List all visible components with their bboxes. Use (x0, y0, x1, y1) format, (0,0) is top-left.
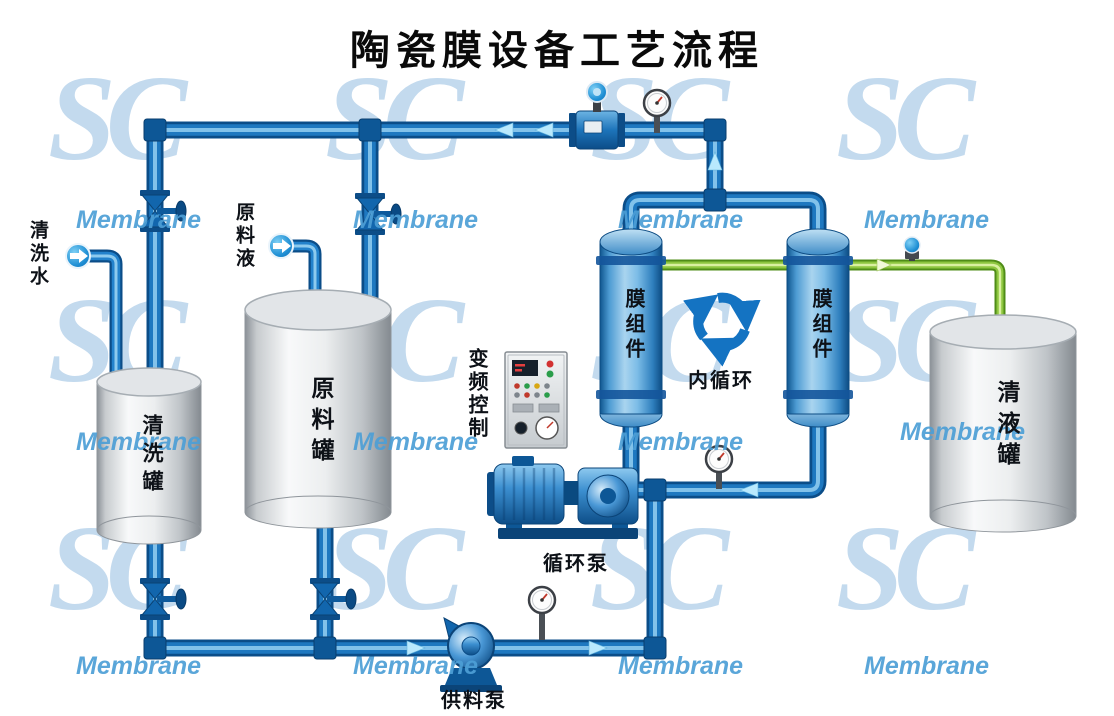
watermark-logo: SC (836, 51, 975, 186)
flow-arrow-left (534, 122, 554, 138)
watermark-brand: Membrane (76, 206, 202, 234)
feed-tank-label: 原料罐 (308, 376, 334, 469)
watermark-logo: SC (325, 501, 464, 636)
watermark-brand: Membrane (618, 428, 744, 456)
vfd-control-panel (504, 351, 568, 449)
feed-pump (440, 617, 502, 692)
recycle-arrows-icon (683, 292, 761, 367)
membrane-module-right-label: 膜组件 (809, 288, 831, 363)
pipe-joint (643, 478, 667, 502)
pipe-joint (313, 636, 337, 660)
pipe-permeate-green (662, 259, 1006, 334)
clear-liquid-tank (929, 314, 1077, 533)
panel-display (512, 360, 538, 376)
watermark-brand: Membrane (76, 428, 202, 456)
flow-arrow-left (739, 482, 759, 498)
pipe-joint (703, 188, 727, 212)
valve-feed-tank-outlet (310, 578, 357, 620)
watermark-brand: Membrane (864, 206, 990, 234)
watermark-brand: Membrane (353, 206, 479, 234)
membrane-module-left (596, 228, 666, 428)
flow-arrow-right (588, 640, 608, 656)
watermark-brand: Membrane (618, 206, 744, 234)
pipe-joint (643, 636, 667, 660)
circulation-pump (487, 456, 639, 539)
permeate-sensor (903, 236, 921, 261)
circulation-pump-label: 循环泵 (543, 553, 609, 575)
feed-pump-label: 供料泵 (441, 690, 507, 712)
valve-cleaning-tank-outlet (140, 578, 187, 620)
watermark-brand: Membrane (76, 652, 202, 680)
pipe-joint (358, 118, 382, 142)
watermark-logo: SC (325, 51, 464, 186)
watermark-brand: Membrane (618, 652, 744, 680)
page-title: 陶瓷膜设备工艺流程 (350, 28, 764, 73)
pressure-gauge-bottom (527, 585, 557, 640)
watermark-brand: Membrane (900, 418, 1026, 446)
cleaning-water-inlet-icon (65, 243, 91, 269)
watermark-brand: Membrane (353, 652, 479, 680)
flow-arrow-right-green (876, 258, 892, 272)
feed-liquid-inlet-icon (268, 233, 294, 259)
pipe-feed-liquid-inlet (287, 239, 322, 302)
flow-arrow-left (494, 122, 514, 138)
pipe-joint (143, 118, 167, 142)
inner-circulation-label: 内循环 (688, 370, 754, 392)
pressure-gauge-top (642, 88, 672, 133)
feed-tank (244, 289, 392, 529)
pipe-joint (143, 636, 167, 660)
vfd-control-label: 变频控制 (465, 348, 487, 440)
watermark-logo: SC (48, 51, 187, 186)
panel-knob (514, 421, 528, 435)
valve-cleaning-tank-inlet (140, 190, 187, 232)
membrane-module-right (783, 228, 853, 428)
feed-liquid-label: 原料液 (233, 202, 254, 271)
cleaning-tank (96, 367, 202, 545)
pressure-gauge-loop (704, 444, 734, 489)
watermark-brand: Membrane (353, 428, 479, 456)
valve-feed-tank-inlet (355, 193, 402, 235)
flow-arrow-up (707, 151, 723, 171)
pipe-cleaning-water-inlet (84, 249, 123, 378)
membrane-module-left-label: 膜组件 (622, 288, 644, 363)
watermark-brand: Membrane (864, 652, 990, 680)
flow-meter (569, 81, 625, 150)
cleaning-water-label: 清洗水 (27, 220, 48, 289)
clear-tank-label: 清液罐 (994, 380, 1020, 473)
pipe-joint (703, 118, 727, 142)
cleaning-tank-label: 清洗罐 (140, 414, 163, 498)
flow-arrow-right (406, 640, 426, 656)
